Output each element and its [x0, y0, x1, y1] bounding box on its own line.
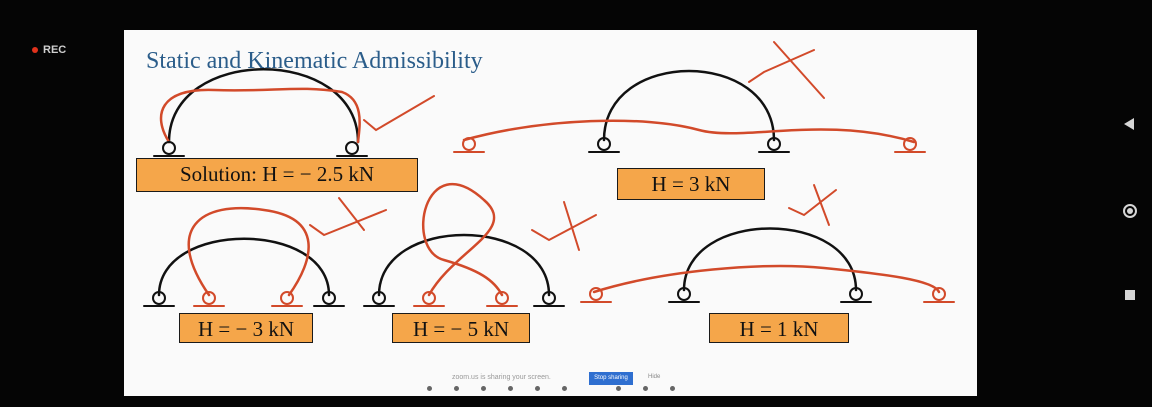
solution-box: Solution: H = − 2.5 kN — [136, 158, 418, 192]
pagination-dot — [562, 386, 567, 391]
arch-bottom-middle — [363, 183, 597, 307]
pagination-dot — [454, 386, 459, 391]
recording-indicator: REC — [32, 44, 66, 56]
record-dot-icon — [32, 47, 38, 54]
h-minus-5-box: H = − 5 kN — [392, 313, 530, 343]
screen-share-bar: zoom.us is sharing your screen. Stop sha… — [424, 372, 694, 390]
h-minus-3-box: H = − 3 kN — [179, 313, 313, 343]
back-icon[interactable] — [1124, 118, 1134, 130]
pagination-dot — [508, 386, 513, 391]
recents-icon[interactable] — [1125, 290, 1135, 300]
stop-sharing-button[interactable]: Stop sharing — [589, 372, 633, 385]
pagination-dot — [643, 386, 648, 391]
hide-link[interactable]: Hide — [648, 374, 661, 380]
pagination-dot — [535, 386, 540, 391]
slide-title: Static and Kinematic Admissibility — [146, 48, 483, 74]
pagination-dot — [427, 386, 432, 391]
presentation-slide: Static and Kinematic Admissibility — [124, 30, 977, 396]
android-nav-bar — [1102, 0, 1152, 407]
rec-label: REC — [43, 44, 67, 56]
arch-bottom-left — [143, 197, 387, 307]
structure-drawings — [143, 41, 955, 307]
share-caption: zoom.us is sharing your screen. — [452, 374, 551, 381]
arch-top-left — [153, 68, 435, 157]
home-icon[interactable] — [1123, 204, 1137, 218]
h-plus-3-box: H = 3 kN — [617, 168, 765, 200]
arch-bottom-right — [580, 184, 955, 303]
arch-top-right — [453, 41, 926, 153]
pagination-dot — [670, 386, 675, 391]
pagination-dot — [616, 386, 621, 391]
h-plus-1-box: H = 1 kN — [709, 313, 849, 343]
pagination-dot — [481, 386, 486, 391]
